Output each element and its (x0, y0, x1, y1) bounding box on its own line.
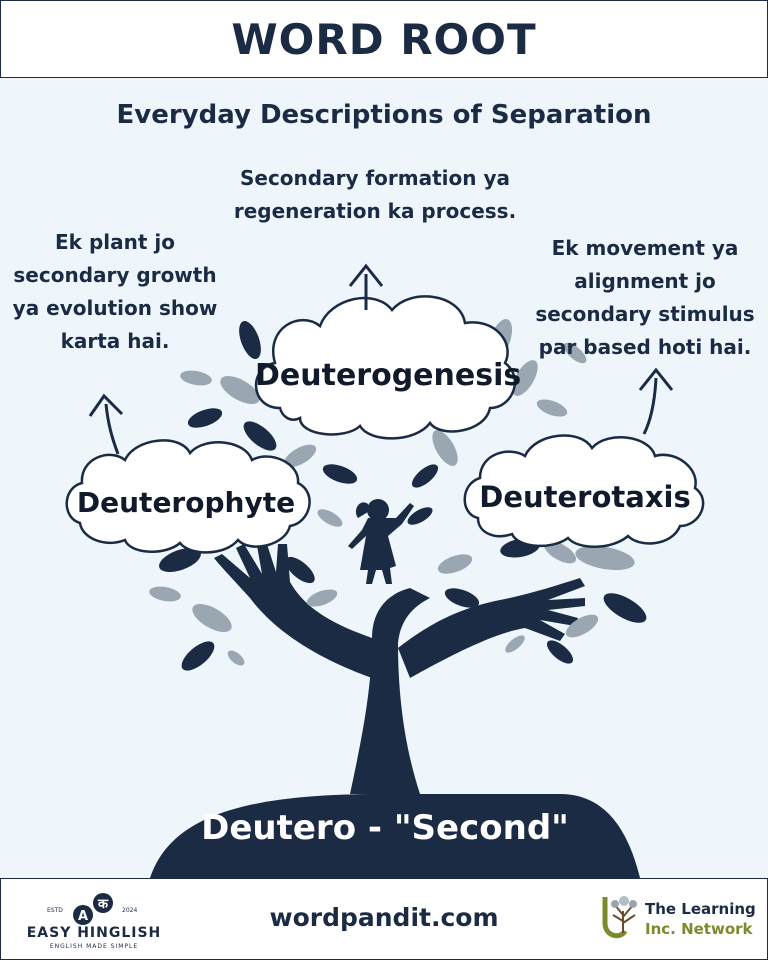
easy-hinglish-logo: A क ESTD 2024 EASY HINGLISH ENGLISH MADE… (19, 885, 169, 953)
leaf-icon (411, 464, 439, 488)
word-deuterogenesis: Deuterogenesis (255, 358, 522, 393)
learning-inc-logo: The Learning Inc. Network (599, 893, 759, 945)
word-deuterotaxis: Deuterotaxis (479, 480, 691, 514)
leaf-icon (407, 507, 433, 525)
leaf-icon (159, 547, 201, 573)
leaf-icon (227, 650, 245, 666)
leaf-icon (575, 545, 635, 571)
leaf-icon (563, 342, 587, 364)
leaf-icon (192, 604, 232, 632)
main-panel: Everyday Descriptions of Separation (0, 78, 768, 878)
root-meaning: Deutero - "Second" (201, 808, 569, 848)
arrow-up-icon (88, 393, 124, 455)
leaf-icon (317, 509, 343, 527)
leaf-icon (543, 540, 577, 564)
leaf-icon (512, 360, 538, 396)
cloud-icon-phyte (65, 439, 311, 554)
description-deuterotaxis: Ek movement ya alignment jo secondary st… (535, 236, 755, 359)
leaf-icon (444, 588, 480, 608)
page-title: WORD ROOT (231, 14, 537, 64)
logo-line2: Inc. Network (645, 920, 753, 938)
leaf-icon (283, 444, 317, 468)
logo-text: The Learning Inc. Network (645, 899, 765, 939)
left-hand-icon (214, 538, 372, 678)
trunk (350, 588, 430, 794)
leaf-icon (285, 556, 315, 584)
leaf-icon (181, 641, 215, 671)
leaf-icon (239, 320, 261, 360)
leaf-icon (546, 640, 574, 664)
speech-bubble-icon: A क (73, 893, 113, 925)
logo-estd: ESTD (47, 907, 63, 914)
ground-shape (150, 794, 640, 878)
logo-name: EASY HINGLISH (26, 925, 162, 941)
logo-tagline: ENGLISH MADE SIMPLE (49, 943, 139, 950)
description-deuterophyte: Ek plant jo secondary growth ya evolutio… (12, 230, 218, 353)
leaf-icon (322, 464, 358, 484)
leaf-icon (432, 430, 458, 466)
logo-glyph-a: A (78, 909, 88, 924)
cloud-icon-genesis (254, 295, 517, 440)
leaf-icon (220, 376, 260, 404)
tree-logo-icon (602, 896, 637, 939)
footer: A क ESTD 2024 EASY HINGLISH ENGLISH MADE… (0, 878, 768, 960)
word-deuterophyte: Deuterophyte (76, 486, 296, 519)
child-icon (348, 499, 414, 584)
logo-year: 2024 (122, 907, 138, 914)
leaf-icon (306, 589, 338, 607)
leaf-icon (505, 635, 525, 653)
leaf-icon (565, 614, 599, 638)
header: WORD ROOT (0, 0, 768, 78)
leaf-icon (149, 586, 181, 602)
leaf-icon (180, 370, 212, 386)
logo-line1: The Learning (645, 900, 756, 918)
arrow-up-icon (638, 367, 674, 435)
cloud-icon-taxis (463, 434, 705, 548)
leaf-icon (187, 408, 223, 428)
leaf-icon (243, 421, 277, 451)
leaf-icon (536, 399, 568, 417)
logo-glyph-b: क (97, 897, 109, 912)
leaf-icon (603, 593, 647, 623)
subtitle: Everyday Descriptions of Separation (116, 100, 652, 130)
leaf-icon (437, 554, 473, 574)
description-deuterogenesis: Secondary formation ya regeneration ka p… (233, 166, 517, 223)
site-link[interactable]: wordpandit.com (269, 903, 499, 932)
arrow-up-icon (348, 263, 384, 310)
tree-illustration (65, 263, 705, 878)
right-hand-icon (398, 578, 585, 678)
